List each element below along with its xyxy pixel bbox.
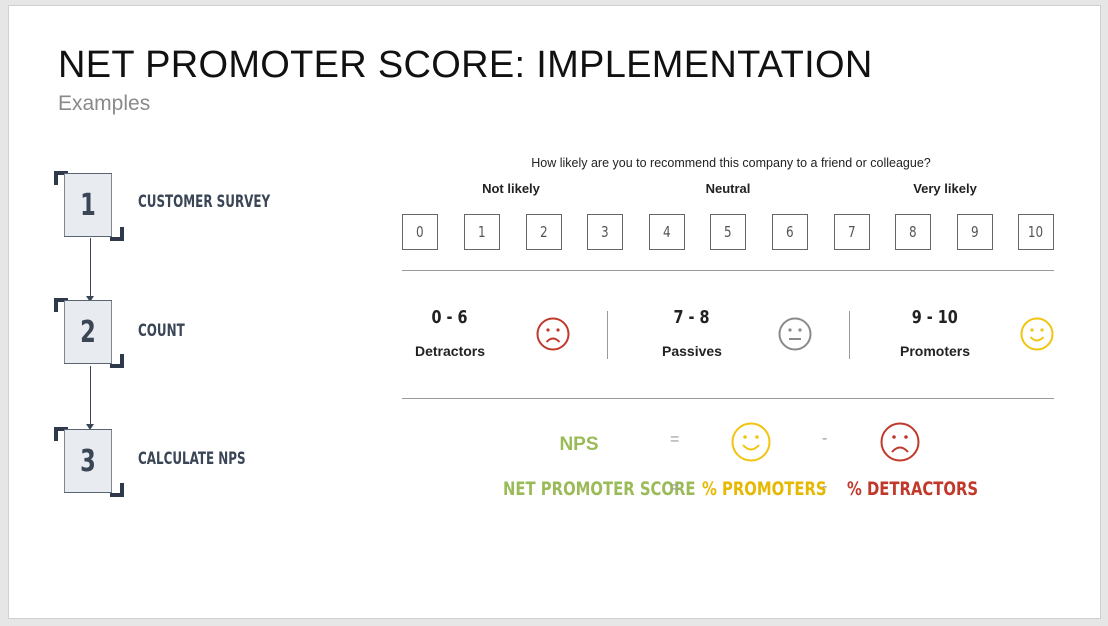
- corner-bracket: [54, 427, 68, 441]
- percent-detractors-label: % DETRACTORS: [847, 478, 979, 500]
- corner-bracket: [54, 171, 68, 185]
- score-option-6[interactable]: 6: [772, 214, 808, 250]
- step-label: COUNT: [138, 321, 185, 341]
- slide-subtitle: Examples: [58, 92, 151, 115]
- connector-line: [90, 238, 91, 297]
- score-option-10[interactable]: 10: [1018, 214, 1054, 250]
- score-option-0[interactable]: 0: [402, 214, 438, 250]
- nps-label: NPS: [559, 434, 599, 455]
- corner-bracket: [110, 227, 124, 241]
- score-option-8[interactable]: 8: [895, 214, 931, 250]
- score-option-9[interactable]: 9: [957, 214, 993, 250]
- score-option-2[interactable]: 2: [526, 214, 562, 250]
- promoters-label: Promoters: [899, 343, 971, 359]
- smile-icon: [1020, 317, 1054, 351]
- equals-sign: =: [670, 431, 680, 448]
- frown-icon: [880, 422, 920, 462]
- passives-range: 7 - 8: [673, 307, 711, 328]
- arrow-down-icon: [86, 424, 94, 430]
- survey-question: How likely are you to recommend this com…: [531, 156, 931, 170]
- frown-icon: [536, 317, 570, 351]
- step-1: 1: [54, 171, 124, 241]
- smile-icon: [731, 422, 771, 462]
- neutral-face-icon: [778, 317, 812, 351]
- score-option-7[interactable]: 7: [834, 214, 870, 250]
- score-option-1[interactable]: 1: [464, 214, 500, 250]
- step-3: 3: [54, 427, 124, 497]
- step-label: CALCULATE NPS: [138, 449, 246, 469]
- step-number: 1: [64, 173, 112, 237]
- divider: [849, 311, 850, 359]
- detractors-label: Detractors: [414, 343, 486, 359]
- connector-line: [90, 366, 91, 425]
- slide-title: NET PROMOTER SCORE: IMPLEMENTATION: [58, 44, 873, 86]
- step-2: 2: [54, 298, 124, 368]
- step-number-box: 1: [56, 173, 120, 237]
- promoters-range: 9 - 10: [911, 307, 959, 328]
- divider: [402, 270, 1054, 271]
- anchor-neutral: Neutral: [705, 181, 751, 196]
- minus-sign: -: [822, 478, 828, 495]
- minus-sign: -: [822, 430, 828, 447]
- equals-sign: =: [670, 479, 680, 496]
- net-promoter-score-label: NET PROMOTER SCORE: [503, 478, 696, 500]
- score-option-3[interactable]: 3: [587, 214, 623, 250]
- anchor-very-likely: Very likely: [913, 181, 977, 196]
- arrow-down-icon: [86, 296, 94, 302]
- passives-label: Passives: [662, 343, 722, 359]
- divider: [402, 398, 1054, 399]
- percent-promoters-label: % PROMOTERS: [702, 478, 827, 500]
- step-number: 3: [64, 429, 112, 493]
- corner-bracket: [110, 354, 124, 368]
- score-option-4[interactable]: 4: [649, 214, 685, 250]
- slide: NET PROMOTER SCORE: IMPLEMENTATION Examp…: [8, 5, 1101, 619]
- corner-bracket: [54, 298, 68, 312]
- divider: [607, 311, 608, 359]
- detractors-range: 0 - 6: [431, 307, 469, 328]
- step-number: 2: [64, 300, 112, 364]
- step-number-box: 3: [56, 429, 120, 493]
- corner-bracket: [110, 483, 124, 497]
- step-number-box: 2: [56, 300, 120, 364]
- score-option-5[interactable]: 5: [710, 214, 746, 250]
- anchor-not-likely: Not likely: [482, 181, 540, 196]
- step-label: CUSTOMER SURVEY: [138, 192, 271, 212]
